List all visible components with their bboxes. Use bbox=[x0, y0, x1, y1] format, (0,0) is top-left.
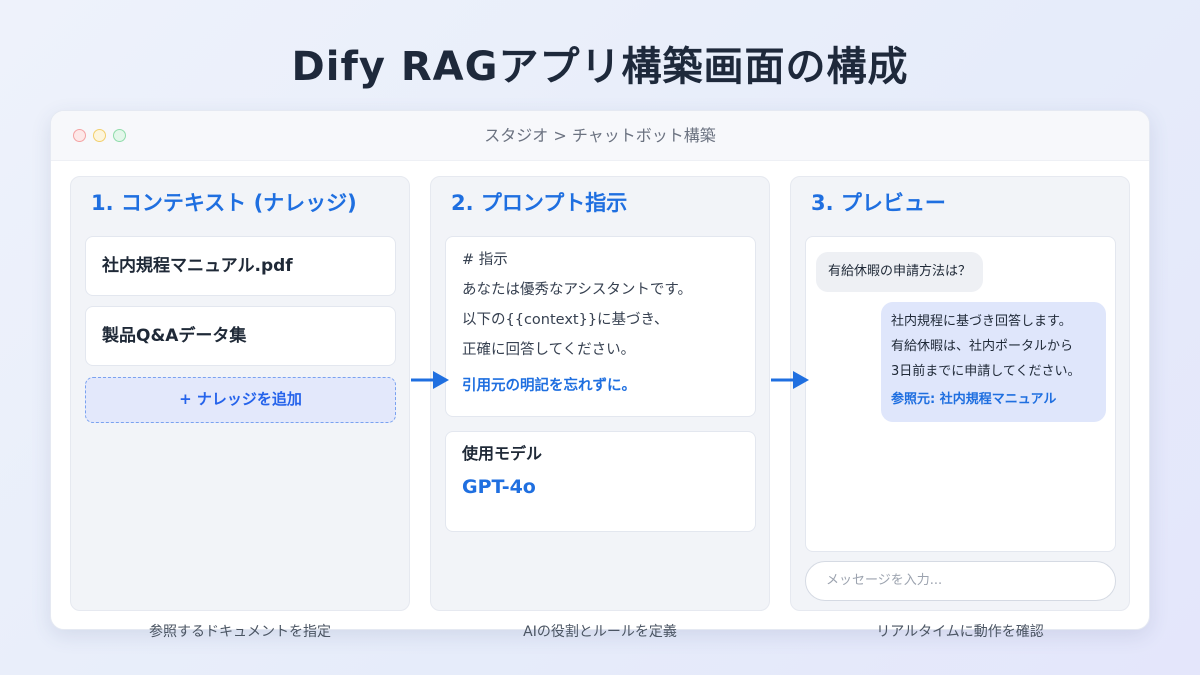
prompt-emphasis-line: 引用元の明記を忘れずに。 bbox=[462, 378, 636, 394]
page-title: Dify RAGアプリ構築画面の構成 bbox=[291, 44, 909, 90]
minimize-window-icon[interactable] bbox=[93, 129, 106, 142]
breadcrumb: スタジオ > チャットボット構築 bbox=[484, 126, 716, 145]
preview-panel: 3. プレビュー 有給休暇の申請方法は？ 社内規程に基づき回答します。 有給休暇… bbox=[790, 176, 1130, 611]
message-input[interactable]: メッセージを入力... bbox=[805, 561, 1116, 601]
prompt-line: 正確に回答してください。 bbox=[462, 342, 636, 358]
prompt-panel-title: 2. プロンプト指示 bbox=[451, 191, 628, 215]
model-selector[interactable]: 使用モデル GPT-4o bbox=[445, 431, 756, 532]
app-window: スタジオ > チャットボット構築 1. コンテキスト (ナレッジ) 社内規程マニ… bbox=[50, 110, 1150, 630]
close-window-icon[interactable] bbox=[73, 129, 86, 142]
prompt-panel: 2. プロンプト指示 # 指示 あなたは優秀なアシスタントです。 以下の{{co… bbox=[430, 176, 770, 611]
prompt-line: # 指示 bbox=[462, 252, 508, 268]
bot-message-line: 社内規程に基づき回答します。 bbox=[891, 314, 1072, 329]
flow-arrow-icon bbox=[771, 371, 809, 389]
context-panel-title: 1. コンテキスト (ナレッジ) bbox=[91, 191, 357, 215]
context-panel: 1. コンテキスト (ナレッジ) 社内規程マニュアル.pdf 製品Q&Aデータ集… bbox=[70, 176, 410, 611]
chat-area: 有給休暇の申請方法は？ 社内規程に基づき回答します。 有給休暇は、社内ポータルか… bbox=[805, 236, 1116, 552]
flow-arrow-icon bbox=[411, 371, 449, 389]
prompt-line: 以下の{{context}}に基づき、 bbox=[462, 312, 669, 328]
knowledge-document-item[interactable]: 製品Q&Aデータ集 bbox=[85, 306, 396, 366]
knowledge-document-item[interactable]: 社内規程マニュアル.pdf bbox=[85, 236, 396, 296]
model-label: 使用モデル bbox=[462, 444, 543, 463]
preview-caption: リアルタイムに動作を確認 bbox=[876, 624, 1044, 640]
prompt-editor[interactable]: # 指示 あなたは優秀なアシスタントです。 以下の{{context}}に基づき… bbox=[445, 236, 756, 417]
add-knowledge-button[interactable]: + ナレッジを追加 bbox=[85, 377, 396, 423]
context-caption: 参照するドキュメントを指定 bbox=[149, 624, 331, 640]
user-message-bubble: 有給休暇の申請方法は？ bbox=[816, 252, 984, 292]
bot-message-line: 3日前までに申請してください。 bbox=[891, 364, 1081, 379]
preview-panel-title: 3. プレビュー bbox=[811, 191, 946, 215]
window-titlebar: スタジオ > チャットボット構築 bbox=[51, 111, 1149, 161]
maximize-window-icon[interactable] bbox=[113, 129, 126, 142]
bot-message-line: 有給休暇は、社内ポータルから bbox=[891, 339, 1074, 354]
prompt-line: あなたは優秀なアシスタントです。 bbox=[462, 282, 692, 298]
prompt-caption: AIの役割とルールを定義 bbox=[523, 624, 677, 640]
bot-source-citation: 参照元: 社内規程マニュアル bbox=[891, 392, 1057, 407]
bot-message-bubble: 社内規程に基づき回答します。 有給休暇は、社内ポータルから 3日前までに申請して… bbox=[881, 302, 1106, 422]
model-value: GPT-4o bbox=[462, 476, 536, 498]
